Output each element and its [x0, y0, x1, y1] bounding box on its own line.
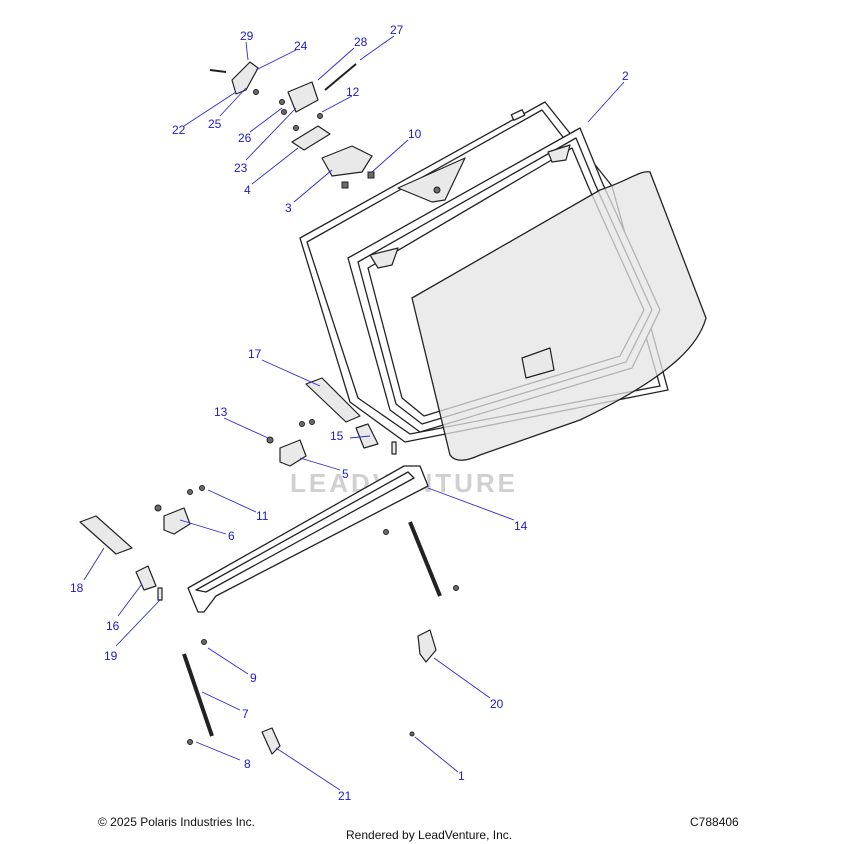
- callout-2: 2: [622, 69, 629, 83]
- callout-18: 18: [70, 581, 84, 595]
- drawing-id: C788406: [690, 815, 739, 829]
- callout-3: 3: [285, 201, 292, 215]
- callout-19: 19: [104, 649, 118, 663]
- callout-26: 26: [238, 131, 252, 145]
- callout-29: 29: [240, 29, 254, 43]
- callout-21: 21: [338, 789, 352, 803]
- screw-1: [409, 731, 415, 737]
- callout-25: 25: [208, 117, 222, 131]
- callout-11: 11: [256, 509, 269, 523]
- callout-22: 22: [172, 123, 186, 137]
- callout-15: 15: [330, 429, 344, 443]
- callout-20: 20: [490, 697, 504, 711]
- callout-23: 23: [234, 161, 248, 175]
- vent-bracket-3: [321, 145, 375, 189]
- rail-14: [187, 465, 429, 613]
- callout-6: 6: [228, 529, 235, 543]
- callout-27: 27: [390, 23, 404, 37]
- callout-24: 24: [294, 39, 308, 53]
- callout-9: 9: [250, 671, 257, 685]
- callout-16: 16: [106, 619, 120, 633]
- callout-13: 13: [214, 405, 228, 419]
- strut-right: [383, 521, 459, 597]
- callout-10: 10: [408, 127, 422, 141]
- latch-assembly-23: [279, 63, 357, 115]
- callout-14: 14: [514, 519, 528, 533]
- strut-7: [182, 639, 214, 745]
- handle-22: [209, 61, 259, 95]
- seal-strip-17: [305, 377, 361, 423]
- callout-7: 7: [242, 707, 249, 721]
- callout-1: 1: [458, 769, 465, 783]
- callout-8: 8: [244, 757, 251, 771]
- vent-cover-4: [291, 113, 331, 151]
- hinge-5: [266, 419, 315, 467]
- rendered-by-text: Rendered by LeadVenture, Inc.: [346, 828, 513, 842]
- callout-28: 28: [354, 35, 368, 49]
- callout-5: 5: [342, 467, 349, 481]
- callouts: 1 2 3 4 5 6 7 8 9 10 11 12 13 14 15 16 1…: [70, 23, 629, 803]
- bracket-20: [417, 629, 437, 663]
- callout-12: 12: [346, 85, 360, 99]
- seal-strip-18: [79, 515, 133, 555]
- glass-panel: [411, 171, 707, 461]
- callout-4: 4: [244, 183, 251, 197]
- leader-lines: [83, 35, 625, 791]
- callout-17: 17: [248, 347, 262, 361]
- hinge-6: [154, 485, 205, 535]
- pad-16: [135, 565, 163, 601]
- copyright-text: © 2025 Polaris Industries Inc.: [98, 815, 255, 829]
- bracket-21: [261, 727, 281, 755]
